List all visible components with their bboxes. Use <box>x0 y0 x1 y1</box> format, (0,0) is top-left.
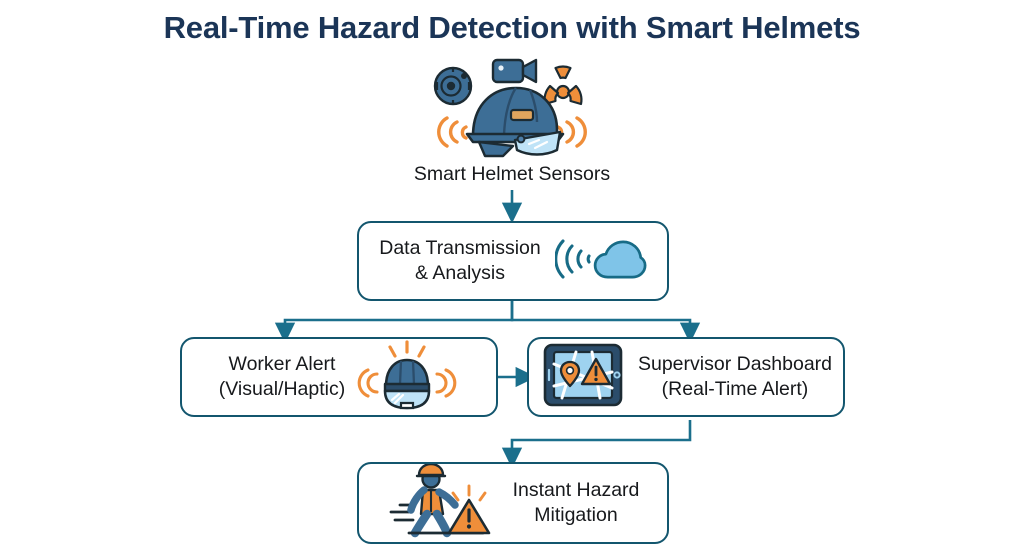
smart-helmet-sensors-label: Smart Helmet Sensors <box>413 163 611 185</box>
cloud-shape-icon <box>593 239 647 278</box>
node-worker-alert[interactable]: Worker Alert (Visual/Haptic) <box>180 337 498 417</box>
edge-data-to-supervisor <box>510 301 701 344</box>
gas-sensor-icon <box>433 66 473 106</box>
node-data-transmission-label: Data Transmission & Analysis <box>379 237 541 284</box>
edge-supervisor-to-mitigation <box>501 420 692 469</box>
alert-rays-icon <box>388 339 426 358</box>
node-instant-hazard-mitigation-label: Instant Hazard Mitigation <box>512 479 640 526</box>
helmet-haptic-alert-icon <box>355 339 459 415</box>
location-pin-icon <box>559 360 581 387</box>
node-data-transmission[interactable]: Data Transmission & Analysis <box>357 221 669 301</box>
page-title: Real-Time Hazard Detection with Smart He… <box>163 10 861 45</box>
vibration-waves-left-icon <box>357 367 379 398</box>
helmet-front-icon <box>383 358 431 409</box>
warning-triangle-icon <box>447 498 490 534</box>
worker-hazard-mitigation-icon <box>387 462 499 543</box>
smart-helmet-sensors-icon <box>417 52 607 160</box>
walking-worker-icon <box>406 462 484 537</box>
vibration-waves-right-icon <box>435 367 457 398</box>
node-supervisor-dashboard-label: Supervisor Dashboard (Real-Time Alert) <box>637 353 833 400</box>
helmet-side-icon <box>465 86 565 158</box>
alert-rays-icon <box>451 484 487 501</box>
tablet-map-alert-icon <box>540 342 626 413</box>
warning-triangle-icon <box>580 357 612 385</box>
node-supervisor-dashboard[interactable]: Supervisor Dashboard (Real-Time Alert) <box>527 337 845 417</box>
signal-waves-left-icon <box>437 116 468 148</box>
node-worker-alert-label: Worker Alert (Visual/Haptic) <box>218 353 346 400</box>
wifi-waves-icon <box>553 238 591 279</box>
camera-icon <box>491 58 538 84</box>
edge-data-to-worker <box>274 301 514 344</box>
cloud-upload-icon <box>553 233 647 290</box>
node-instant-hazard-mitigation[interactable]: Instant Hazard Mitigation <box>357 462 669 544</box>
